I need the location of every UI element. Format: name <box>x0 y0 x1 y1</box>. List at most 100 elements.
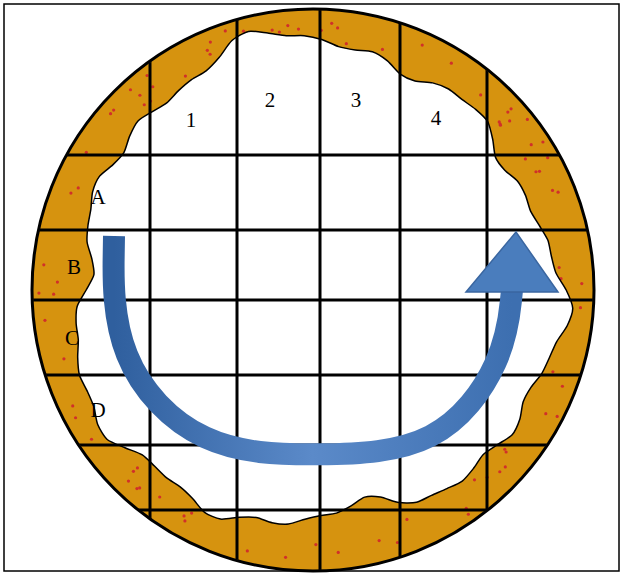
grid-label: C <box>65 328 79 349</box>
speckle <box>284 556 287 559</box>
speckle <box>526 118 529 121</box>
speckle <box>314 543 317 546</box>
speckle <box>509 107 512 110</box>
speckle <box>337 551 340 554</box>
speckle <box>190 511 193 514</box>
grid-label: B <box>67 257 81 278</box>
speckle <box>206 49 209 52</box>
speckle <box>56 280 59 283</box>
speckle <box>151 85 154 88</box>
speckle <box>499 124 502 127</box>
speckle <box>52 293 55 296</box>
rotation-arrow <box>114 236 512 454</box>
speckle <box>90 438 93 441</box>
grid-line <box>0 154 623 157</box>
grid-label: 3 <box>351 90 362 111</box>
rotation-arrowhead <box>466 232 558 292</box>
orange-ring <box>32 9 594 571</box>
grid-label: 2 <box>265 90 276 111</box>
speckle <box>479 93 482 96</box>
speckle <box>336 26 339 29</box>
grid-line <box>149 0 152 575</box>
speckle <box>503 448 506 451</box>
speckle <box>209 40 212 43</box>
speckle <box>508 119 511 122</box>
speckle <box>330 22 333 25</box>
speckle <box>135 487 138 490</box>
speckle <box>421 43 424 46</box>
grid-line <box>0 374 623 377</box>
frame <box>4 4 619 571</box>
speckle <box>112 109 115 112</box>
speckle <box>551 189 554 192</box>
speckle <box>546 156 549 159</box>
speckle <box>580 282 583 285</box>
speckles <box>37 22 583 559</box>
speckle <box>467 513 470 516</box>
speckle <box>37 292 40 295</box>
speckle <box>246 549 249 552</box>
speckle <box>534 170 537 173</box>
grid-line <box>319 0 322 575</box>
speckle <box>579 306 582 309</box>
speckle <box>62 357 65 360</box>
speckle <box>286 24 289 27</box>
speckle <box>69 191 72 194</box>
speckle <box>498 120 501 123</box>
speckle <box>297 28 300 31</box>
speckle <box>498 470 501 473</box>
speckle <box>184 74 187 77</box>
speckle <box>183 519 186 522</box>
speckle <box>556 191 559 194</box>
speckle <box>109 112 112 115</box>
speckle <box>504 465 507 468</box>
speckle <box>278 30 281 33</box>
grid-line <box>0 229 623 232</box>
speckle <box>158 495 161 498</box>
speckle <box>132 470 135 473</box>
speckle <box>182 514 185 517</box>
speckle <box>405 518 408 521</box>
speckle <box>530 143 533 146</box>
grid-line <box>399 0 402 575</box>
speckle <box>43 319 46 322</box>
speckle <box>271 28 274 31</box>
plate-outline <box>32 9 594 571</box>
speckle <box>224 29 227 32</box>
grid-label: 1 <box>186 110 197 131</box>
speckle <box>42 263 45 266</box>
speckle <box>77 186 80 189</box>
grid-label: A <box>90 187 105 208</box>
speckle <box>544 412 547 415</box>
speckle <box>473 478 476 481</box>
speckle <box>541 140 544 143</box>
grid-label: D <box>90 400 105 421</box>
speckle <box>538 170 541 173</box>
speckle <box>143 103 146 106</box>
speckle <box>138 94 141 97</box>
speckle <box>381 48 384 51</box>
speckle <box>561 385 564 388</box>
speckle <box>345 42 348 45</box>
speckle <box>127 479 130 482</box>
speckle <box>505 450 508 453</box>
speckle <box>556 415 559 418</box>
speckle <box>85 151 88 154</box>
grid-line <box>236 0 239 575</box>
speckle <box>138 486 141 489</box>
speckle <box>129 88 132 91</box>
speckle <box>506 110 509 113</box>
speckle <box>74 416 77 419</box>
speckle <box>145 74 148 77</box>
speckle <box>71 404 74 407</box>
grid-line <box>0 299 623 302</box>
speckle <box>136 466 139 469</box>
speckle <box>209 53 212 56</box>
speckle <box>524 157 527 160</box>
speckle <box>551 370 554 373</box>
grid-label: 4 <box>431 108 442 129</box>
speckle <box>450 62 453 65</box>
